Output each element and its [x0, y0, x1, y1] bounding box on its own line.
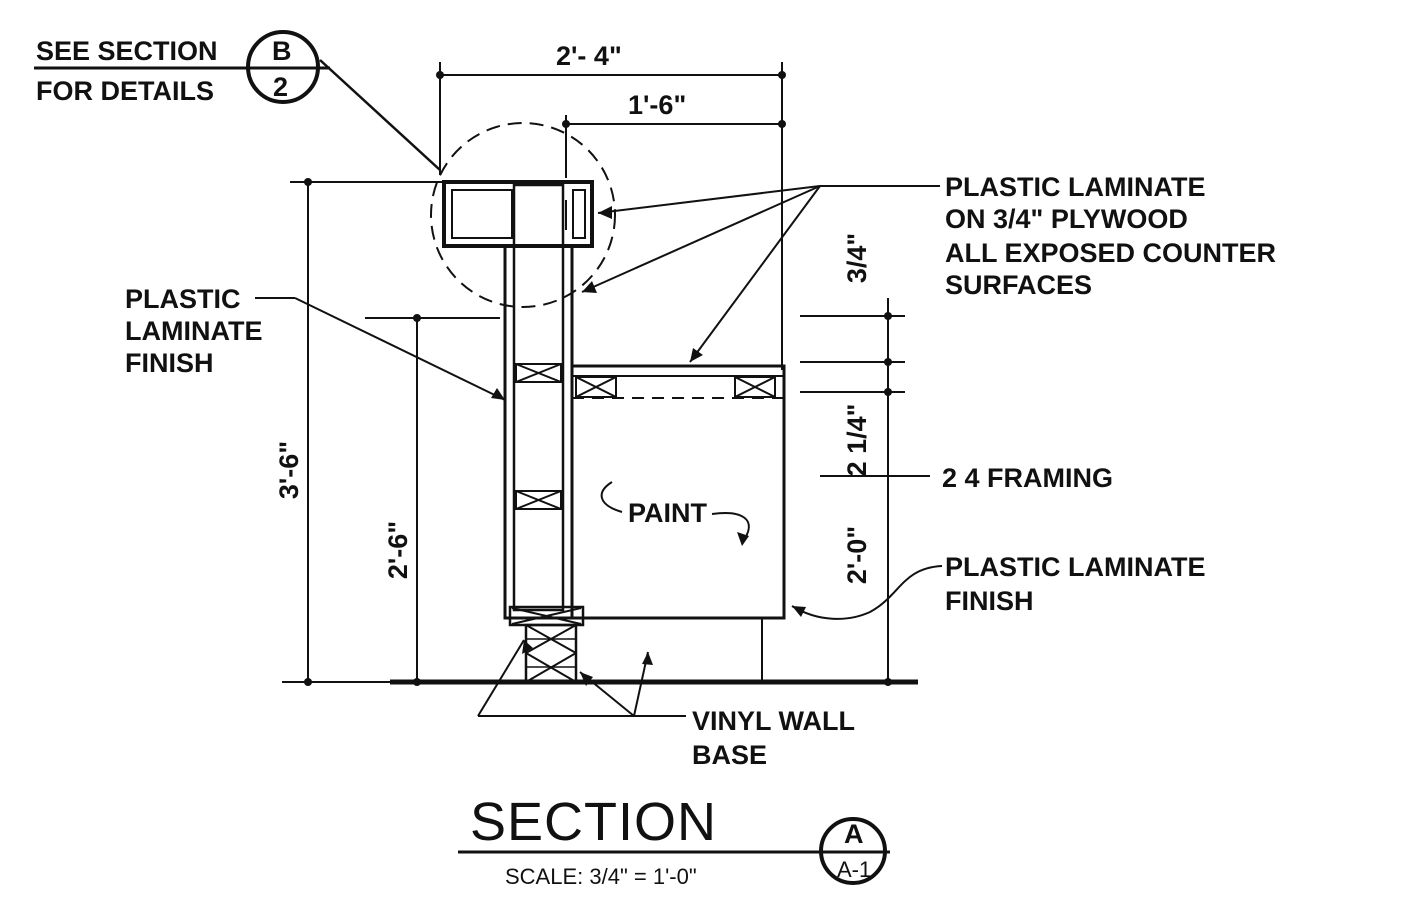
see-section-callout: SEE SECTION FOR DETAILS B 2 [34, 30, 441, 171]
note-vinyl-base: VINYL WALL BASE [477, 639, 855, 770]
note-paint-text: PAINT [628, 498, 708, 528]
title-block: SECTION SCALE: 3/4" = 1'-0" A A-1 [458, 792, 890, 889]
top-dimensions: 2'- 4" 1'-6" [436, 41, 786, 370]
section-bubble-b2 [246, 30, 320, 104]
stud-wall [503, 183, 585, 684]
title-bubble-top: A [844, 819, 864, 849]
note-left-line2: LAMINATE [125, 316, 262, 346]
note-laminate-finish-left: PLASTIC LAMINATE FINISH [125, 284, 506, 401]
note-plywood-line1: PLASTIC LAMINATE [945, 172, 1205, 202]
note-laminate-plywood: PLASTIC LAMINATE ON 3/4" PLYWOOD ALL EXP… [581, 172, 1276, 363]
note-plywood-line3: ALL EXPOSED COUNTER [945, 238, 1276, 268]
dim-overall-width: 2'- 4" [556, 41, 622, 71]
title-bubble-bottom: A-1 [837, 857, 871, 882]
dim-base-height: 2'-0" [842, 526, 872, 584]
dim-overall-height: 3'-6" [274, 441, 304, 499]
right-dimensions: 3/4" 2 1/4" 2'-0" [800, 233, 930, 686]
section-title: SECTION [470, 792, 717, 852]
callout-bubble-bottom: 2 [273, 72, 288, 102]
note-paint: PAINT [600, 481, 750, 546]
note-plywood-line2: ON 3/4" PLYWOOD [945, 204, 1188, 234]
detail-circle [430, 122, 616, 308]
note-laminate-finish-right: PLASTIC LAMINATE FINISH [791, 552, 1205, 620]
note-plywood-line4: SURFACES [945, 270, 1092, 300]
note-left-line1: PLASTIC [125, 284, 241, 314]
note-right-line2: FINISH [945, 586, 1034, 616]
callout-line1: SEE SECTION [36, 36, 218, 66]
section-bubble-a [819, 817, 887, 885]
note-left-line3: FINISH [125, 348, 214, 378]
note-vinyl-line1: VINYL WALL [692, 706, 855, 736]
upper-counter-cap [442, 180, 594, 248]
dim-top-thickness: 3/4" [842, 233, 872, 283]
dim-framing-depth: 2 1/4" [842, 404, 872, 477]
section-scale: SCALE: 3/4" = 1'-0" [505, 864, 697, 889]
lower-counter [570, 364, 786, 682]
callout-line2: FOR DETAILS [36, 76, 214, 106]
left-dimensions: 3'-6" 2'-6" [274, 178, 500, 686]
note-right-line1: PLASTIC LAMINATE [945, 552, 1205, 582]
note-vinyl-line2: BASE [692, 740, 767, 770]
dim-counter-height: 2'-6" [383, 521, 413, 579]
note-framing: 2 4 FRAMING [942, 463, 1113, 493]
callout-bubble-top: B [272, 36, 292, 66]
dim-upper-width: 1'-6" [628, 90, 686, 120]
